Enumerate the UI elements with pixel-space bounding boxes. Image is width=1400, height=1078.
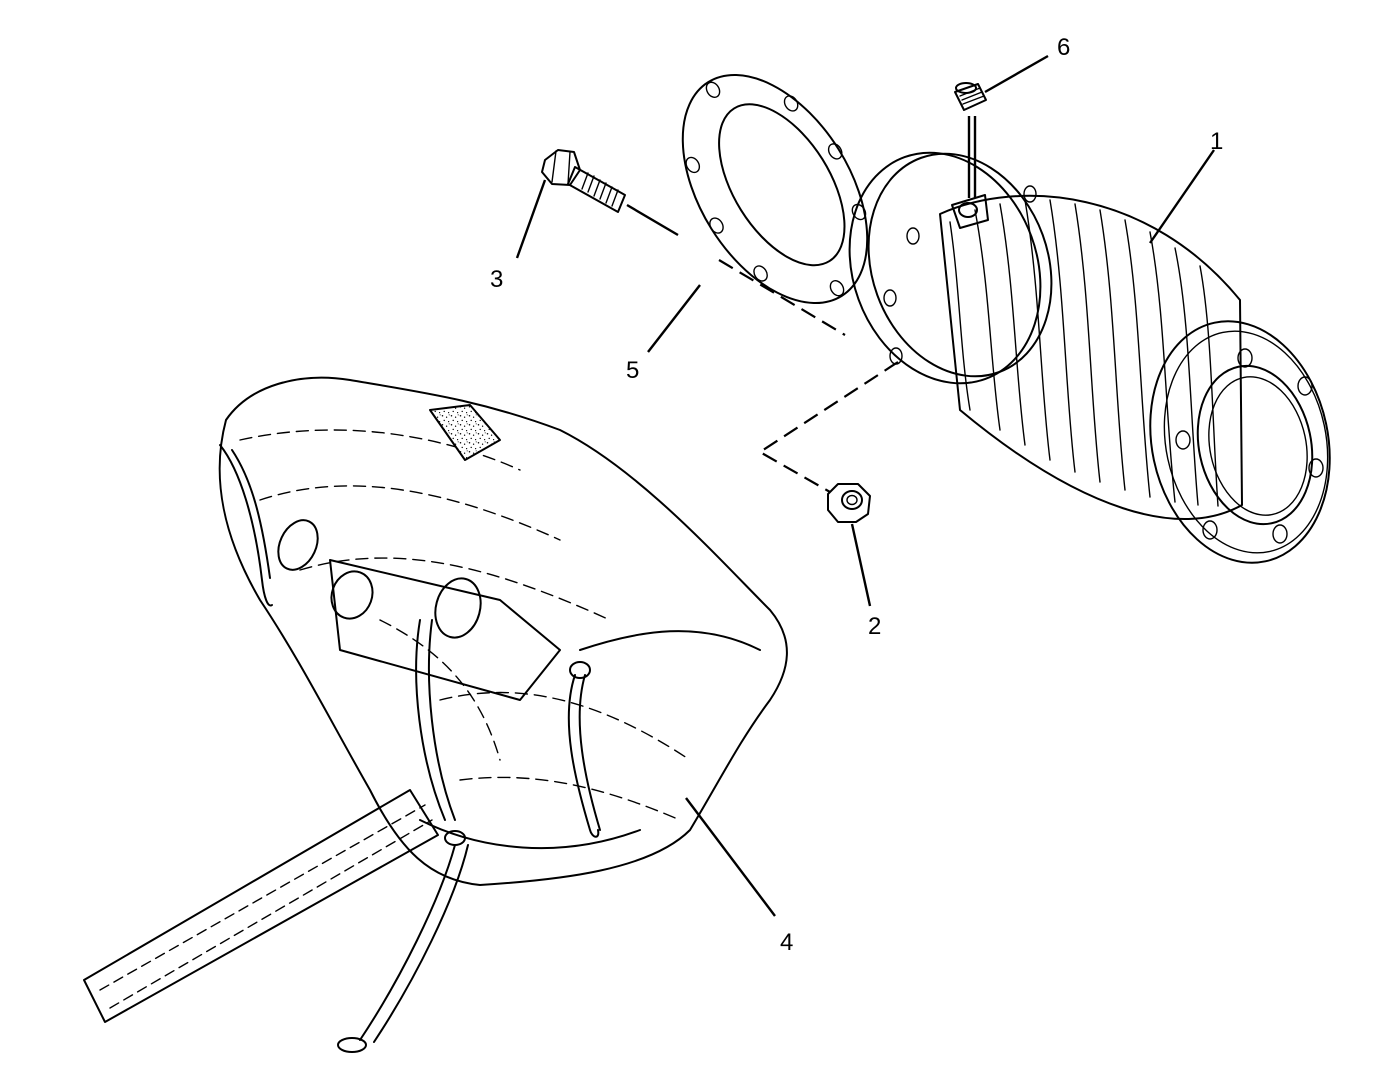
bellows-part: [848, 151, 1331, 564]
leader-2: [850, 523, 872, 607]
leader-3: [515, 179, 547, 259]
callout-leaders: [515, 54, 1215, 917]
nut-part: [827, 483, 871, 523]
callout-4: 4: [780, 929, 793, 956]
assembly-lines: [718, 259, 899, 493]
gasket-part: [681, 73, 869, 305]
leader-1: [1149, 149, 1215, 244]
callout-2: 2: [868, 613, 881, 640]
callout-5: 5: [626, 357, 639, 384]
insulation-blanket-part: [83, 376, 788, 1053]
callout-3: 3: [490, 266, 503, 293]
callout-labels: 1 2 3 4 5 6: [490, 34, 1223, 956]
leader-4: [685, 797, 776, 917]
plug-part: [954, 82, 987, 198]
leader-5: [647, 284, 701, 353]
leader-6: [984, 54, 1049, 94]
callout-1: 1: [1210, 128, 1223, 155]
bolt-part: [541, 149, 679, 237]
callout-6: 6: [1057, 34, 1070, 61]
